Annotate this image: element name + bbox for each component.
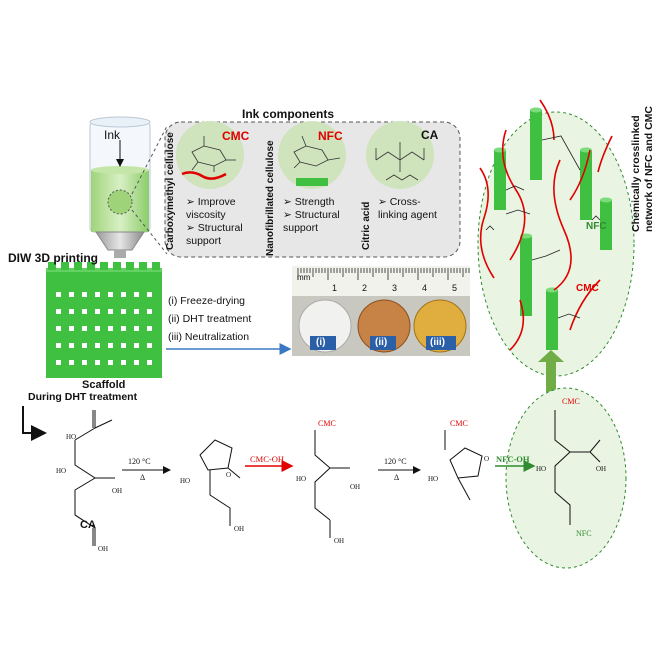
nfc-abbr: NFC — [318, 129, 343, 143]
atom-label-11: HO — [428, 475, 439, 483]
nfc-substituent: NFC — [576, 529, 592, 538]
atom-label-4: OH — [98, 545, 109, 553]
cmc-vertical-label: Carboxymethyl cellulose — [165, 132, 176, 250]
nfc-bullet-2: Structural support — [283, 209, 340, 234]
scaffold — [46, 262, 162, 378]
cmc-bullets: ➢ Improve viscosity ➢ Structural support — [186, 196, 243, 247]
syringe — [89, 116, 151, 258]
ca-vertical-label: Citric acid — [361, 201, 372, 250]
cmc-substituent-3: CMC — [562, 397, 580, 406]
network-nfc-label: NFC — [586, 221, 607, 232]
dht-ca-label: CA — [80, 519, 96, 531]
ca-abbr: CA — [421, 128, 439, 142]
nfc-bullets: ➢ Strength ➢ Structural support — [283, 196, 340, 234]
dht-title: During DHT treatment — [28, 391, 138, 403]
atom-label-7: OH — [234, 525, 245, 533]
dht-step2-reagent: CMC-OH — [250, 454, 285, 464]
sample-label-i: (i) — [316, 337, 326, 348]
cmc-bullet-1: Improve viscosity — [186, 196, 236, 221]
atom-label-6: O — [226, 471, 232, 479]
atom-label-9: OH — [350, 483, 361, 491]
dht-step1-top: 120 °C — [128, 457, 151, 466]
atom-label-2: HO — [56, 467, 67, 475]
atom-label-12: O — [484, 455, 490, 463]
step-freeze-drying: (i) Freeze-drying — [168, 295, 246, 307]
atom-label-1: HO — [66, 433, 77, 441]
network-arrow — [538, 350, 564, 392]
cmc-substituent-1: CMC — [318, 419, 336, 428]
dht-step1-bottom: Δ — [140, 473, 146, 482]
cmc-abbr: CMC — [222, 129, 250, 143]
ruler-number-1: 1 — [332, 283, 338, 293]
nfc-bullet-1: Strength — [294, 196, 335, 208]
cmc-bullet-2: Structural support — [186, 222, 243, 247]
ca-bullets: ➢ Cross-linking agent — [378, 196, 437, 221]
network-title: Chemically crosslinked network of NFC an… — [630, 106, 656, 232]
atom-label-5: HO — [180, 477, 191, 485]
network-cmc-label: CMC — [576, 283, 599, 294]
product-ellipse — [505, 387, 627, 569]
ink-components-title: Ink components — [242, 107, 335, 121]
dht-step4-reagent: NFC-OH — [496, 454, 530, 464]
atom-label-14: OH — [596, 465, 607, 473]
atom-label-3: OH — [112, 487, 123, 495]
diw-printing-label: DIW 3D printing — [8, 251, 98, 265]
network-ellipse — [477, 111, 635, 377]
atom-label-13: HO — [536, 465, 547, 473]
sample-photo — [292, 266, 470, 356]
step-neutralization: (iii) Neutralization — [168, 331, 250, 343]
sample-label-ii: (ii) — [375, 337, 388, 348]
ruler-number-2: 2 — [362, 283, 368, 293]
sample-label-iii: (iii) — [430, 337, 445, 348]
atom-label-8: HO — [296, 475, 307, 483]
dht-step3-bottom: Δ — [394, 473, 400, 482]
atom-label-10: OH — [334, 537, 345, 545]
ruler-number-4: 4 — [422, 283, 428, 293]
network-drawing — [479, 99, 613, 351]
ruler-number-5: 5 — [452, 283, 458, 293]
ruler-number-3: 3 — [392, 283, 398, 293]
scaffold-label: Scaffold — [82, 379, 126, 391]
nfc-circle — [278, 121, 346, 189]
network-title-line-2: network of NFC and CMC — [643, 106, 655, 232]
step-dht-treatment: (ii) DHT treatment — [168, 313, 252, 325]
ink-label: Ink — [104, 128, 121, 142]
ruler-mm-label: mm — [297, 273, 311, 282]
ca-bullet-1: Cross-linking agent — [378, 196, 437, 221]
dht-step3-top: 120 °C — [384, 457, 407, 466]
cmc-substituent-2: CMC — [450, 419, 468, 428]
network-title-line-1: Chemically crosslinked — [630, 115, 642, 232]
